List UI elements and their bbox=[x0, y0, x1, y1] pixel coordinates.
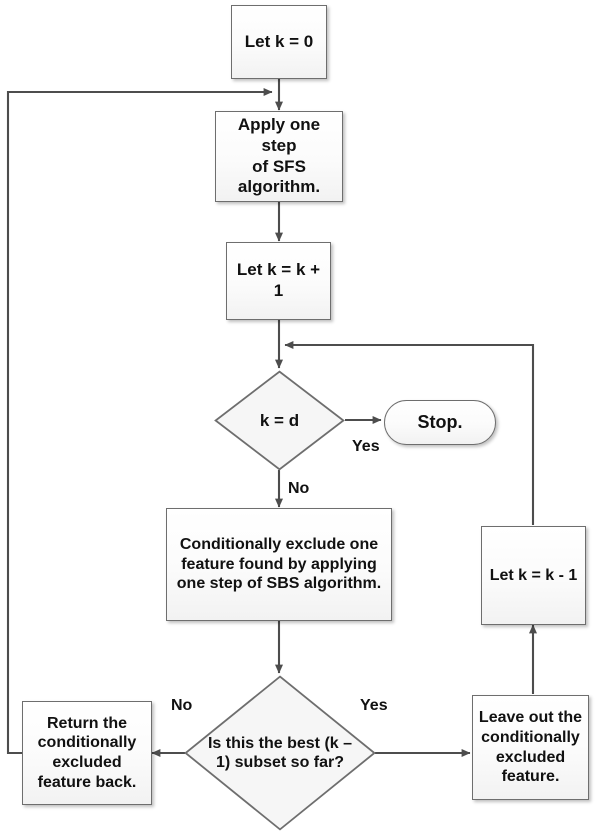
node-return-feature[interactable]: Return the conditionally excluded featur… bbox=[22, 701, 152, 805]
node-check-best-subset-label: Is this the best (k – 1) subset so far? bbox=[207, 734, 353, 771]
node-start[interactable]: Let k = 0 bbox=[231, 5, 327, 79]
edge-label-best-subset-no: No bbox=[171, 697, 193, 714]
node-decrement-k[interactable]: Let k = k - 1 bbox=[481, 526, 586, 625]
node-stop[interactable]: Stop. bbox=[384, 400, 496, 445]
diamond-shape-best-subset bbox=[184, 675, 376, 831]
node-sfs-step-label: Apply one step of SFS algorithm. bbox=[237, 115, 321, 197]
edge-label-k-equals-d-no: No bbox=[288, 480, 310, 497]
node-stop-label: Stop. bbox=[417, 411, 463, 432]
node-sfs-step[interactable]: Apply one step of SFS algorithm. bbox=[215, 111, 343, 202]
node-check-k-equals-d-label: k = d bbox=[259, 410, 300, 430]
edge-return-loop bbox=[6, 88, 273, 755]
node-leave-out-feature[interactable]: Leave out the conditionally excluded fea… bbox=[472, 695, 589, 800]
edge-decrement-loop bbox=[284, 341, 535, 525]
diamond-shape-k-equals-d bbox=[214, 370, 345, 471]
node-increment-k-label: Let k = k + 1 bbox=[236, 260, 321, 300]
node-sbs-step-label: Conditionally exclude one feature found … bbox=[176, 536, 382, 593]
node-increment-k[interactable]: Let k = k + 1 bbox=[226, 242, 331, 320]
edge-label-k-equals-d-yes: Yes bbox=[352, 438, 380, 455]
node-leave-out-feature-label: Leave out the conditionally excluded fea… bbox=[478, 709, 583, 786]
node-return-feature-label: Return the conditionally excluded featur… bbox=[37, 714, 137, 791]
edge-label-best-subset-yes: Yes bbox=[360, 697, 388, 714]
node-sbs-step[interactable]: Conditionally exclude one feature found … bbox=[166, 508, 392, 621]
node-check-best-subset[interactable]: Is this the best (k – 1) subset so far? bbox=[184, 675, 376, 831]
node-check-k-equals-d[interactable]: k = d bbox=[214, 370, 345, 471]
node-decrement-k-label: Let k = k - 1 bbox=[489, 566, 578, 584]
node-start-label: Let k = 0 bbox=[244, 31, 314, 51]
